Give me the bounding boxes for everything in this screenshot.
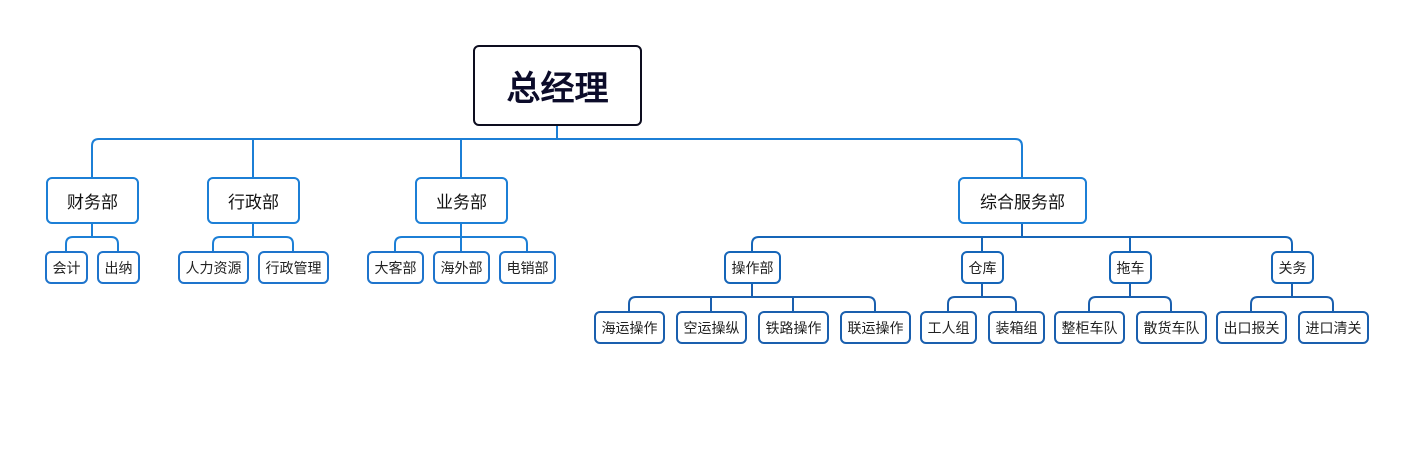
node-trucking: 拖车 xyxy=(1109,251,1152,284)
node-overseas: 海外部 xyxy=(433,251,490,284)
connector-root-departments xyxy=(91,126,1023,177)
connector-admin xyxy=(212,224,294,251)
node-admin-management: 行政管理 xyxy=(258,251,329,284)
node-sea-freight-ops: 海运操作 xyxy=(594,311,665,344)
node-general-manager: 总经理 xyxy=(473,45,642,126)
node-warehouse: 仓库 xyxy=(961,251,1004,284)
connector-customs xyxy=(1250,284,1334,311)
connector-services xyxy=(751,224,1293,251)
node-cashier: 出纳 xyxy=(97,251,140,284)
node-operations: 操作部 xyxy=(724,251,781,284)
node-rail-ops: 铁路操作 xyxy=(758,311,829,344)
node-air-freight-ops: 空运操纵 xyxy=(676,311,747,344)
node-intermodal-ops: 联运操作 xyxy=(840,311,911,344)
connector-warehouse xyxy=(947,284,1017,311)
node-services-dept: 综合服务部 xyxy=(958,177,1087,224)
connector-ops xyxy=(628,284,876,311)
connector-trucking xyxy=(1088,284,1172,311)
node-export-declaration: 出口报关 xyxy=(1216,311,1287,344)
node-accounting: 会计 xyxy=(45,251,88,284)
node-human-resources: 人力资源 xyxy=(178,251,249,284)
node-lcl-fleet: 散货车队 xyxy=(1136,311,1207,344)
connector-business xyxy=(394,224,528,251)
node-admin-dept: 行政部 xyxy=(207,177,300,224)
connector-finance xyxy=(65,224,119,251)
node-fcl-fleet: 整柜车队 xyxy=(1054,311,1125,344)
node-key-accounts: 大客部 xyxy=(367,251,424,284)
node-import-clearance: 进口清关 xyxy=(1298,311,1369,344)
node-finance-dept: 财务部 xyxy=(46,177,139,224)
node-business-dept: 业务部 xyxy=(415,177,508,224)
node-packing-team: 装箱组 xyxy=(988,311,1045,344)
node-worker-team: 工人组 xyxy=(920,311,977,344)
node-telesales: 电销部 xyxy=(499,251,556,284)
node-customs: 关务 xyxy=(1271,251,1314,284)
